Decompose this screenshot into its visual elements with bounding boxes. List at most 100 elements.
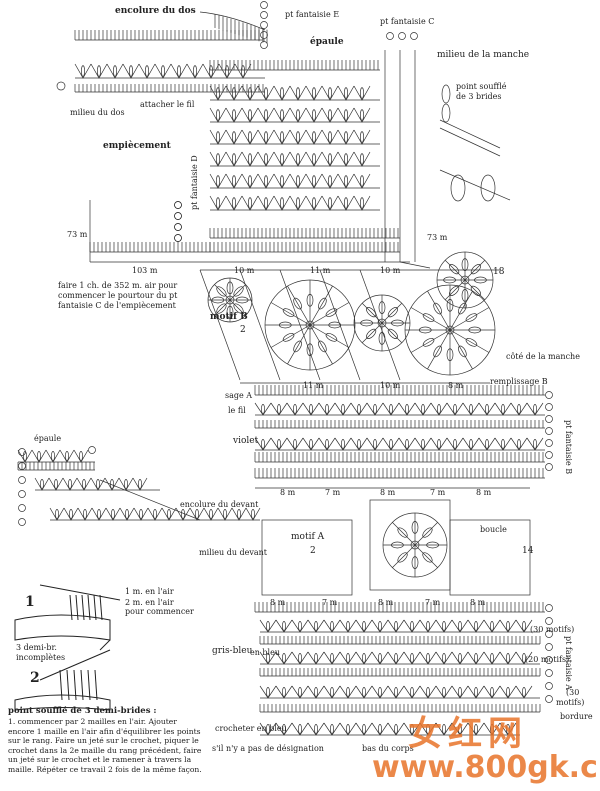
row-number-circle <box>545 427 553 435</box>
puff-stitch <box>378 653 382 663</box>
puff-stitch <box>314 653 318 663</box>
puff-stitch <box>394 687 398 697</box>
yarn-loop <box>73 669 77 701</box>
puff-stitch <box>248 87 252 99</box>
puff-stitch <box>309 404 313 414</box>
chain-arch <box>259 651 533 665</box>
label-motif-b: motif B <box>210 312 248 322</box>
puff-stitch <box>344 175 348 187</box>
motif-spoke <box>270 302 311 326</box>
chain-arch <box>49 507 261 521</box>
yarn-loop <box>66 669 70 701</box>
motif-petal <box>366 328 377 339</box>
puff-stitch <box>458 687 462 697</box>
label-pour-commencer: pour commencer <box>125 607 194 616</box>
motif-spoke <box>309 324 350 348</box>
motif-petal <box>397 552 408 563</box>
motif-grid <box>319 269 361 381</box>
puff-stitch <box>362 724 366 734</box>
puff-stitch <box>442 687 446 697</box>
puff-stitch <box>232 197 236 209</box>
label-18: 18 <box>493 267 505 277</box>
motif-spoke <box>449 329 490 353</box>
motif-petal <box>422 552 433 563</box>
puff-stitch <box>161 65 165 77</box>
motif-petal <box>443 276 456 284</box>
motif-center-panel <box>369 499 451 591</box>
motif-spoke <box>309 324 333 365</box>
motif-center <box>445 325 455 335</box>
puff-stitch <box>360 109 364 121</box>
neck-curve <box>199 11 266 31</box>
puff-stitch <box>421 439 425 449</box>
puff-stitch <box>490 687 494 697</box>
row-number-circle <box>174 212 182 220</box>
motif-petal <box>387 328 398 339</box>
motif-grid <box>279 269 321 381</box>
puff-stitch <box>97 65 101 77</box>
chain-arch <box>209 85 371 101</box>
motif-ring <box>382 512 448 578</box>
puff-yarn <box>480 174 496 202</box>
hook-line <box>439 169 511 201</box>
chain-arch <box>259 685 533 699</box>
puff-stitch <box>81 65 85 77</box>
corner-line <box>399 261 431 269</box>
motif-petal <box>411 521 419 534</box>
label-30-motifs: (30 motifs) <box>530 625 575 634</box>
motif-petal <box>387 307 398 318</box>
motif-spoke <box>444 279 466 301</box>
chain-arch <box>209 129 371 145</box>
puff-stitch <box>501 439 505 449</box>
label-8m-f: 8 m <box>378 598 394 607</box>
puff-stitch <box>280 197 284 209</box>
puff-stitch <box>506 724 510 734</box>
puff-stitch <box>458 724 462 734</box>
label-remplissage-b: remplissage B <box>490 377 548 386</box>
label-10m-c: 10 m <box>380 381 401 390</box>
puff-stitch <box>328 153 332 165</box>
puff-stitch <box>506 621 510 631</box>
row-number-circle <box>545 669 553 677</box>
motif-spoke <box>392 522 416 546</box>
motif-petal <box>211 296 225 304</box>
motif-spoke <box>381 322 403 344</box>
motif-petal <box>411 556 419 569</box>
step-2-number: 2 <box>30 670 40 686</box>
row-number-circle <box>260 31 268 39</box>
label-point-souffle-title: point soufflé de 3 demi-brides : <box>8 706 157 716</box>
row-number-circle <box>18 448 26 456</box>
puff-stitch <box>378 621 382 631</box>
motif-petal <box>465 313 478 322</box>
puff-stitch <box>426 653 430 663</box>
motif-ring <box>404 284 496 376</box>
puff-stitch <box>522 621 526 631</box>
puff-stitch <box>312 131 316 143</box>
puff-stitch <box>65 451 69 461</box>
label-8m-d: 8 m <box>476 488 492 497</box>
puff-stitch <box>280 109 284 121</box>
row-number-circle <box>545 391 553 399</box>
motif-petal <box>318 340 327 353</box>
motif-ring <box>436 251 494 309</box>
puff-stitch <box>264 87 268 99</box>
puff-stitch <box>344 131 348 143</box>
label-attacher-fil: attacher le fil <box>140 100 195 109</box>
label-epaule-top: épaule <box>310 37 344 47</box>
motif-petal <box>458 302 467 315</box>
puff-stitch <box>83 509 87 519</box>
motif-spoke <box>287 324 311 365</box>
puff-stitch <box>328 131 332 143</box>
motif-a-panel <box>261 519 353 596</box>
puff-stitch <box>261 404 265 414</box>
motif-center <box>225 295 235 305</box>
motif-petal <box>397 527 408 538</box>
row-number-circle <box>18 518 26 526</box>
motif-spoke <box>427 329 451 370</box>
puff-stitch <box>341 439 345 449</box>
row-number-circle <box>56 81 66 91</box>
puff-stitch <box>296 153 300 165</box>
puff-icon <box>441 103 451 123</box>
puff-stitch <box>394 653 398 663</box>
motif-spoke <box>464 279 486 301</box>
